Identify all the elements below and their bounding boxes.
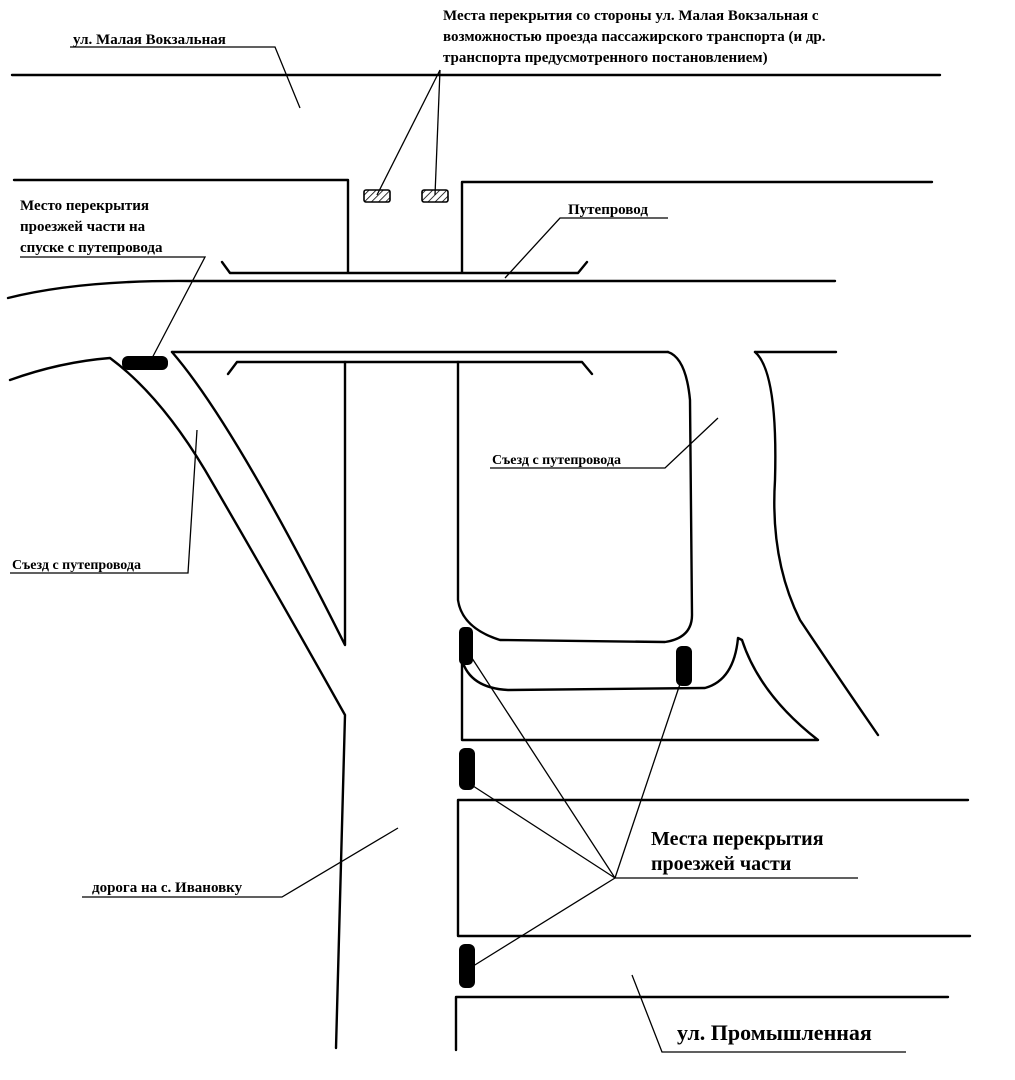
label-descent-closure-line2: проезжей части на (20, 219, 146, 235)
loop-ramp-outline (456, 350, 694, 644)
overpass-right-block (460, 180, 934, 274)
leader-ivanovka (82, 827, 399, 898)
closure-block-1 (459, 627, 473, 665)
closure-blocks (122, 189, 692, 988)
leader-closure-1 (467, 651, 616, 879)
closure-block-2 (676, 646, 692, 686)
label-descent-closure-line1: Место перекрытия (20, 198, 149, 214)
leader-closure-2 (614, 671, 685, 879)
label-exit-left: Съезд с путепровода (12, 558, 141, 573)
leader-descent-closure (20, 256, 207, 363)
leader-top-closure-a (376, 69, 441, 196)
label-closures-line1: Места перекрытия (651, 828, 824, 850)
overpass-left-block (12, 178, 350, 274)
leader-lines (10, 46, 906, 1053)
label-top-closure-line2: возможностью проезда пассажирского транс… (443, 29, 826, 45)
leader-malaya (70, 46, 301, 109)
closure-block-descent (122, 356, 168, 370)
leader-top-closure-b (434, 69, 441, 196)
label-road-ivanovka: дорога на с. Ивановку (92, 880, 243, 896)
label-exit-right: Съезд с путепровода (492, 453, 621, 468)
overpass-upper-rail (220, 260, 589, 275)
inner-island (460, 636, 820, 742)
label-malaya-vokzalnaya: ул. Малая Вокзальная (73, 32, 226, 48)
label-descent-closure-line3: спуске с путепровода (20, 240, 163, 256)
hatched-block-left (363, 189, 391, 203)
left-descent-outer (8, 356, 347, 1050)
leader-promyshlennaya (631, 974, 906, 1053)
label-promyshlennaya: ул. Промышленная (677, 1020, 872, 1045)
label-top-closure-line1: Места перекрытия со стороны ул. Малая Во… (443, 8, 819, 24)
leader-closure-4 (469, 877, 616, 969)
leader-closure-3 (469, 783, 616, 879)
overpass-lower-rail (226, 360, 594, 376)
leader-overpass (504, 217, 668, 279)
road-outlines (6, 73, 972, 1052)
label-overpass: Путепровод (568, 202, 648, 218)
leader-exit-right (490, 417, 719, 469)
lower-island (456, 798, 972, 938)
promyshlennaya-edge (454, 995, 950, 1052)
closure-block-3 (459, 748, 475, 790)
text-labels: ул. Малая Вокзальная Места перекрытия со… (12, 8, 872, 1045)
closure-block-4 (459, 944, 475, 988)
label-top-closure-line3: транспорта предусмотренного постановлени… (443, 50, 768, 66)
left-descent-inner (170, 350, 347, 647)
leader-exit-left (10, 429, 198, 574)
right-curve (753, 350, 880, 737)
label-closures-line2: проезжей части (651, 853, 791, 875)
overpass-road-edge (6, 279, 837, 300)
